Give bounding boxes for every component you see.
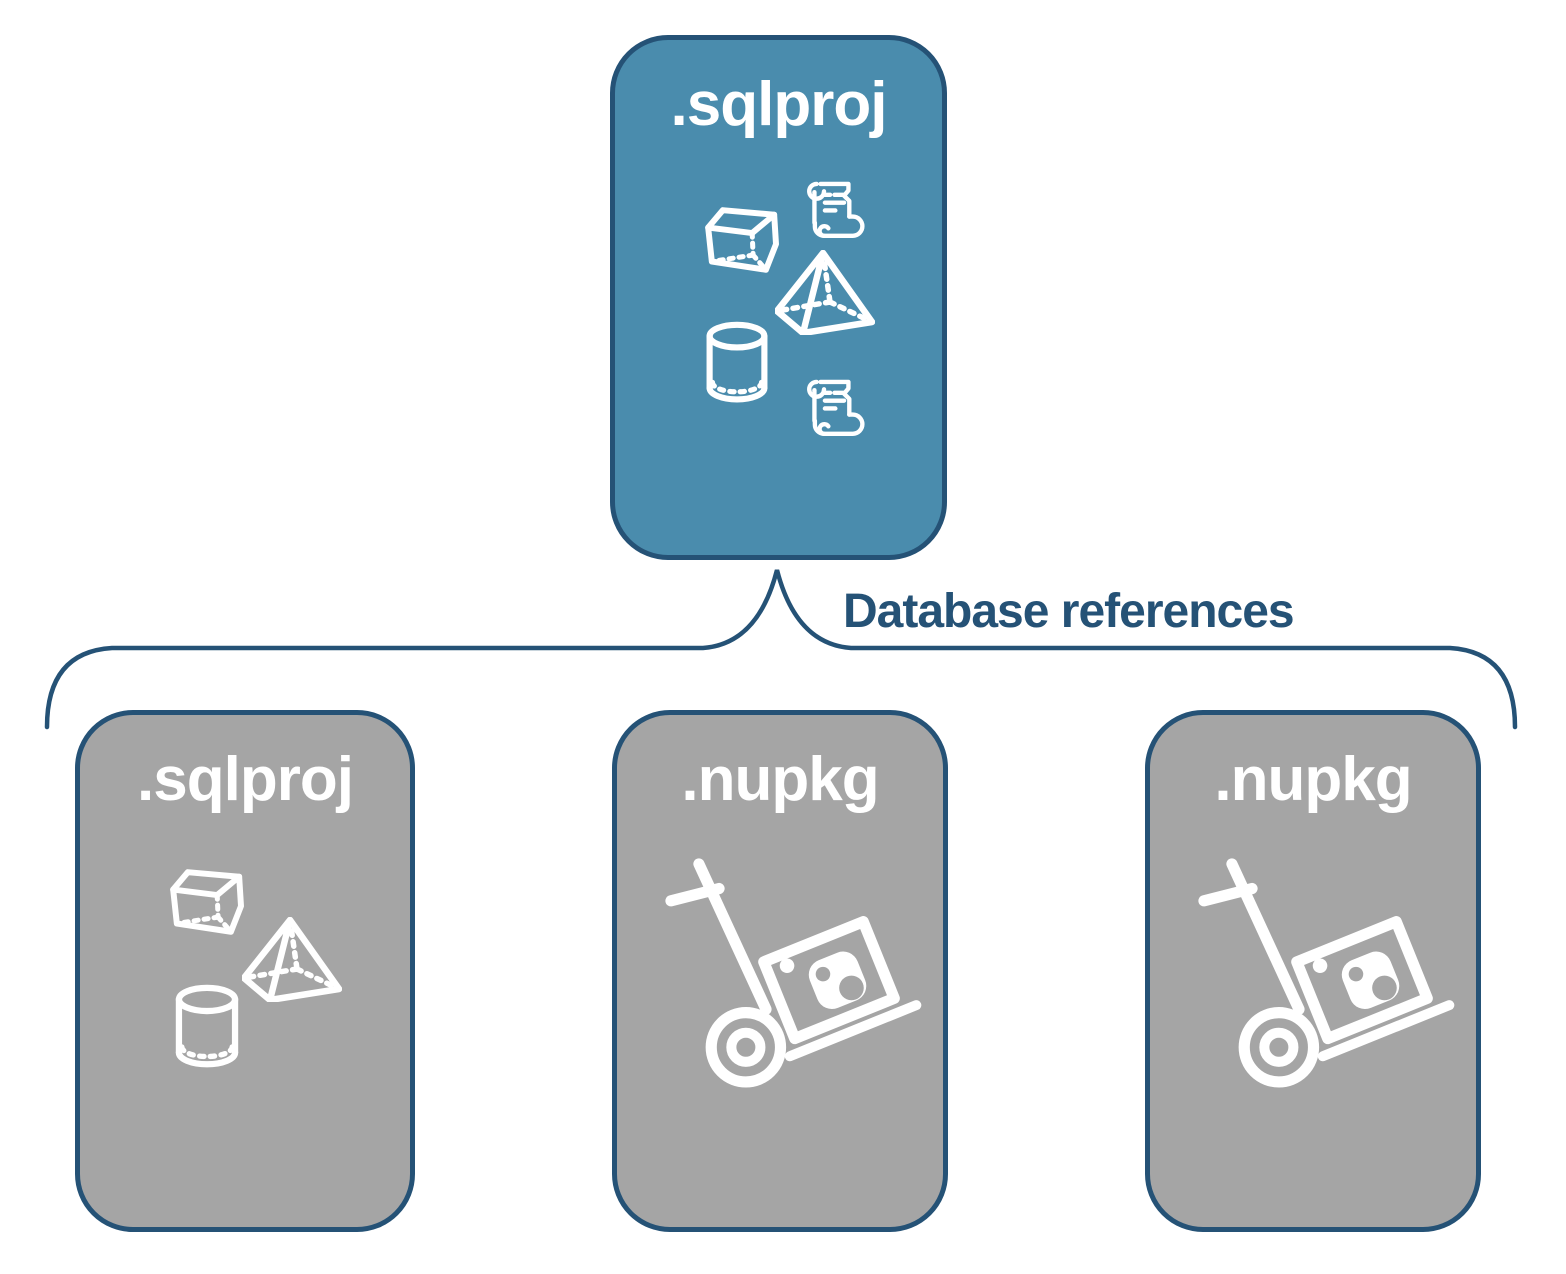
node-child-sqlproj: .sqlproj: [75, 710, 415, 1232]
node-root-sqlproj: .sqlproj: [610, 35, 947, 560]
node-title: .nupkg: [1214, 745, 1412, 814]
node-title: .sqlproj: [670, 70, 888, 139]
hand-truck-package-icon: [665, 858, 922, 1088]
hand-truck-package-icon: [1198, 858, 1455, 1088]
sql-script-scroll-icon: [807, 181, 865, 238]
database-cylinder-icon: [175, 984, 239, 1068]
database-cylinder-icon: [706, 321, 768, 403]
node-child-nupkg: .nupkg: [1145, 710, 1481, 1232]
node-title: .nupkg: [681, 745, 879, 814]
database-references-label: Database references: [843, 585, 1295, 638]
cube-icon: [705, 207, 779, 273]
sql-script-scroll-icon: [807, 379, 865, 436]
pyramid-icon: [242, 917, 342, 1002]
node-title: .sqlproj: [137, 745, 354, 814]
cube-icon: [170, 869, 244, 935]
node-child-nupkg: .nupkg: [612, 710, 948, 1232]
pyramid-icon: [775, 250, 875, 335]
